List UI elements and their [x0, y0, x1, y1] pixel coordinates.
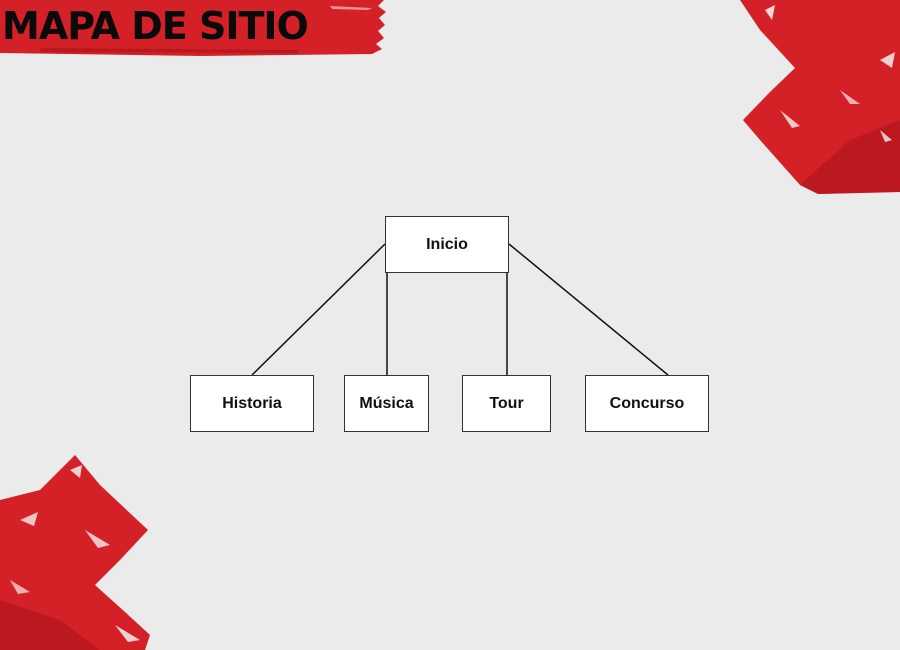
sitemap-node-label: Concurso: [609, 394, 685, 412]
sitemap-node-label: Tour: [489, 394, 524, 412]
sitemap-node-historia: Historia: [190, 375, 314, 432]
sitemap-node-concurso: Concurso: [585, 375, 709, 432]
sitemap-node-label: Inicio: [426, 235, 468, 253]
sitemap-node-musica: Música: [344, 375, 429, 432]
sitemap-node-label: Historia: [222, 394, 282, 412]
title-brush-stroke: [0, 0, 386, 56]
bottom-left-cross: [0, 455, 150, 650]
sitemap-node-tour: Tour: [462, 375, 551, 432]
connector-inicio-historia: [251, 243, 386, 376]
sitemap-node-label: Música: [359, 394, 414, 412]
connector-inicio-concurso: [508, 243, 669, 376]
page-title: MAPA DE SITIO: [2, 4, 309, 48]
sitemap-node-inicio: Inicio: [385, 216, 509, 273]
